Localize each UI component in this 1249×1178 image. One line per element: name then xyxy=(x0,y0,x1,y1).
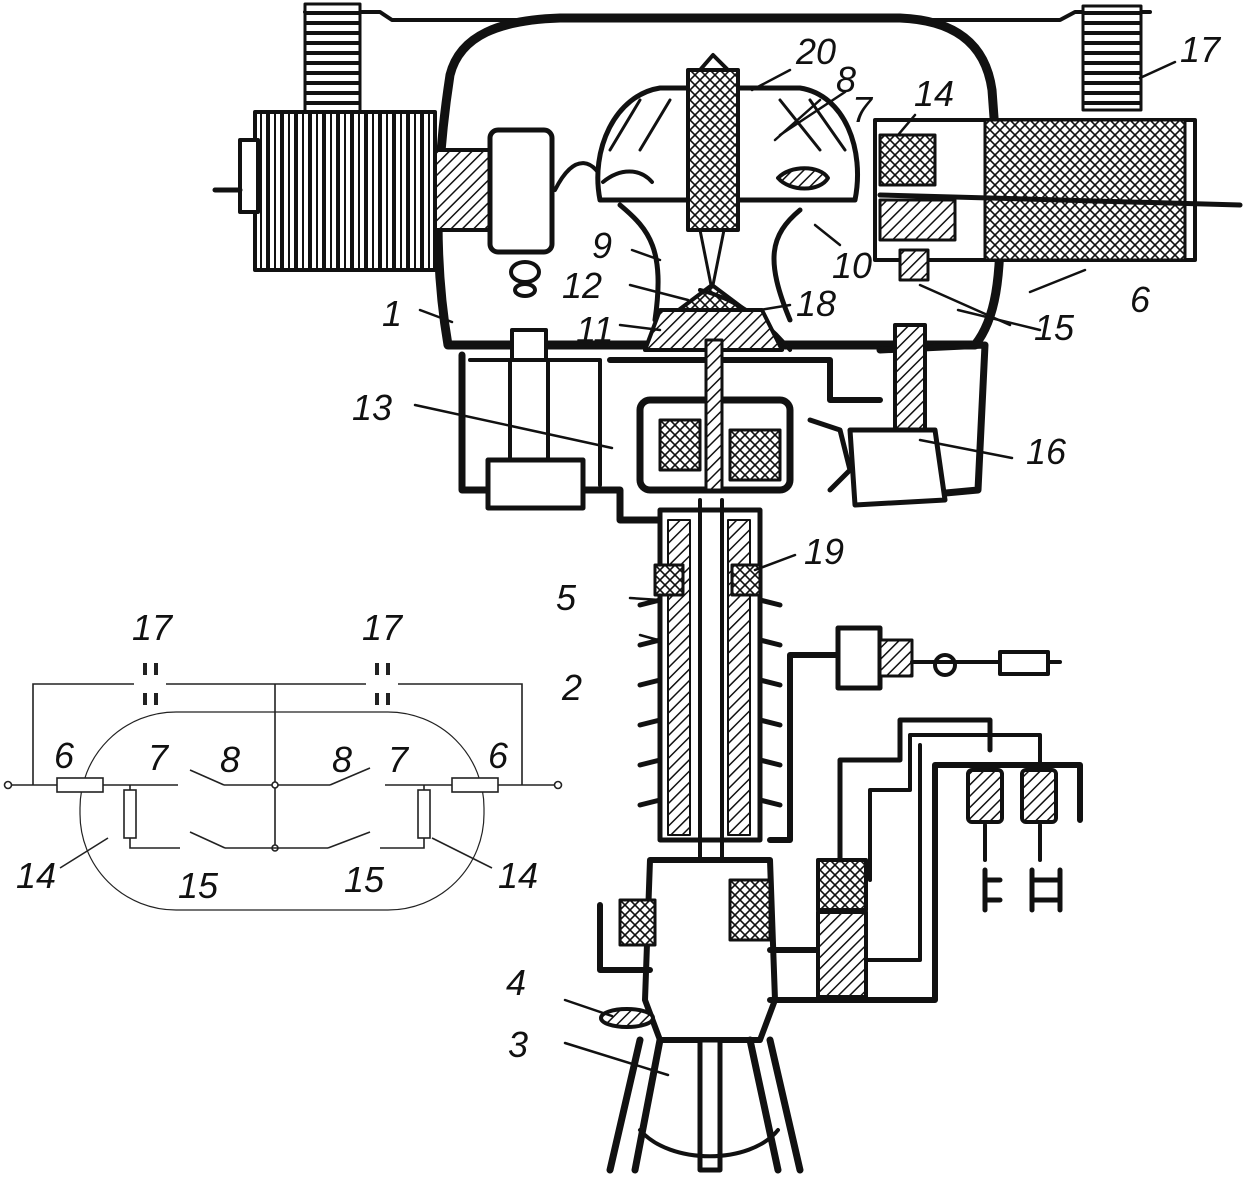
schematic-label-6-left: 6 xyxy=(54,735,75,776)
callout-14: 14 xyxy=(914,73,955,114)
callout-9: 9 xyxy=(592,225,613,266)
capacitor-top-left xyxy=(303,2,362,114)
switch-15-left xyxy=(189,831,226,849)
resistor-14-left xyxy=(123,789,137,839)
schematic-label-15-right: 15 xyxy=(344,859,385,900)
left-bushing xyxy=(212,110,607,298)
schematic-label-7-right: 7 xyxy=(388,739,409,780)
resistor-6-left xyxy=(56,777,104,793)
callout-11: 11 xyxy=(576,309,614,350)
callout-20: 20 xyxy=(796,31,837,72)
switch-8-right xyxy=(329,767,371,786)
schematic-label-14-right: 14 xyxy=(498,855,539,896)
callout-15: 15 xyxy=(1034,307,1075,348)
schematic-label-8-left: 8 xyxy=(220,739,241,780)
support-column xyxy=(637,498,783,992)
valve-4 xyxy=(599,1007,655,1029)
switch-15-right xyxy=(327,831,371,849)
resistor-14-right xyxy=(417,789,431,839)
callout-5: 5 xyxy=(556,577,577,618)
callout-16: 16 xyxy=(1026,431,1067,472)
schematic-label-7-left: 7 xyxy=(148,737,169,778)
resistor-6-right xyxy=(451,777,499,793)
callout-19: 19 xyxy=(804,531,845,572)
schematic-label-17-left: 17 xyxy=(132,607,173,648)
leader-lines xyxy=(413,60,1177,1077)
callout-8: 8 xyxy=(836,59,857,100)
callout-2: 2 xyxy=(562,667,583,708)
schematic-label-6-right: 6 xyxy=(488,735,509,776)
callout-3: 3 xyxy=(508,1024,529,1065)
callout-13: 13 xyxy=(352,387,393,428)
callout-17: 17 xyxy=(1180,29,1221,70)
capacitor-top-right xyxy=(1081,4,1143,112)
interrupter-head xyxy=(595,53,861,352)
base xyxy=(597,857,804,1174)
callout-10: 10 xyxy=(832,245,873,286)
schematic-label-17-right: 17 xyxy=(362,607,403,648)
nozzle-10 xyxy=(771,207,803,323)
schematic xyxy=(3,663,563,911)
lower-tank xyxy=(458,323,989,524)
nozzle-9 xyxy=(617,202,661,323)
schematic-label-14-left: 14 xyxy=(16,855,57,896)
callout-6: 6 xyxy=(1130,279,1151,320)
callout-18: 18 xyxy=(796,283,837,324)
callout-4: 4 xyxy=(506,962,527,1003)
schematic-label-15-left: 15 xyxy=(178,865,219,906)
callout-12: 12 xyxy=(562,265,603,306)
switch-8-left xyxy=(189,769,225,786)
control-piping xyxy=(767,625,1083,1003)
schematic-label-8-right: 8 xyxy=(332,739,353,780)
schematic-enclosure xyxy=(79,711,485,911)
callout-1: 1 xyxy=(382,293,403,334)
cylinder-11 xyxy=(643,308,784,352)
right-bushing xyxy=(873,118,1243,282)
callout-7: 7 xyxy=(852,89,873,130)
contact-fixed-7 xyxy=(776,166,830,191)
